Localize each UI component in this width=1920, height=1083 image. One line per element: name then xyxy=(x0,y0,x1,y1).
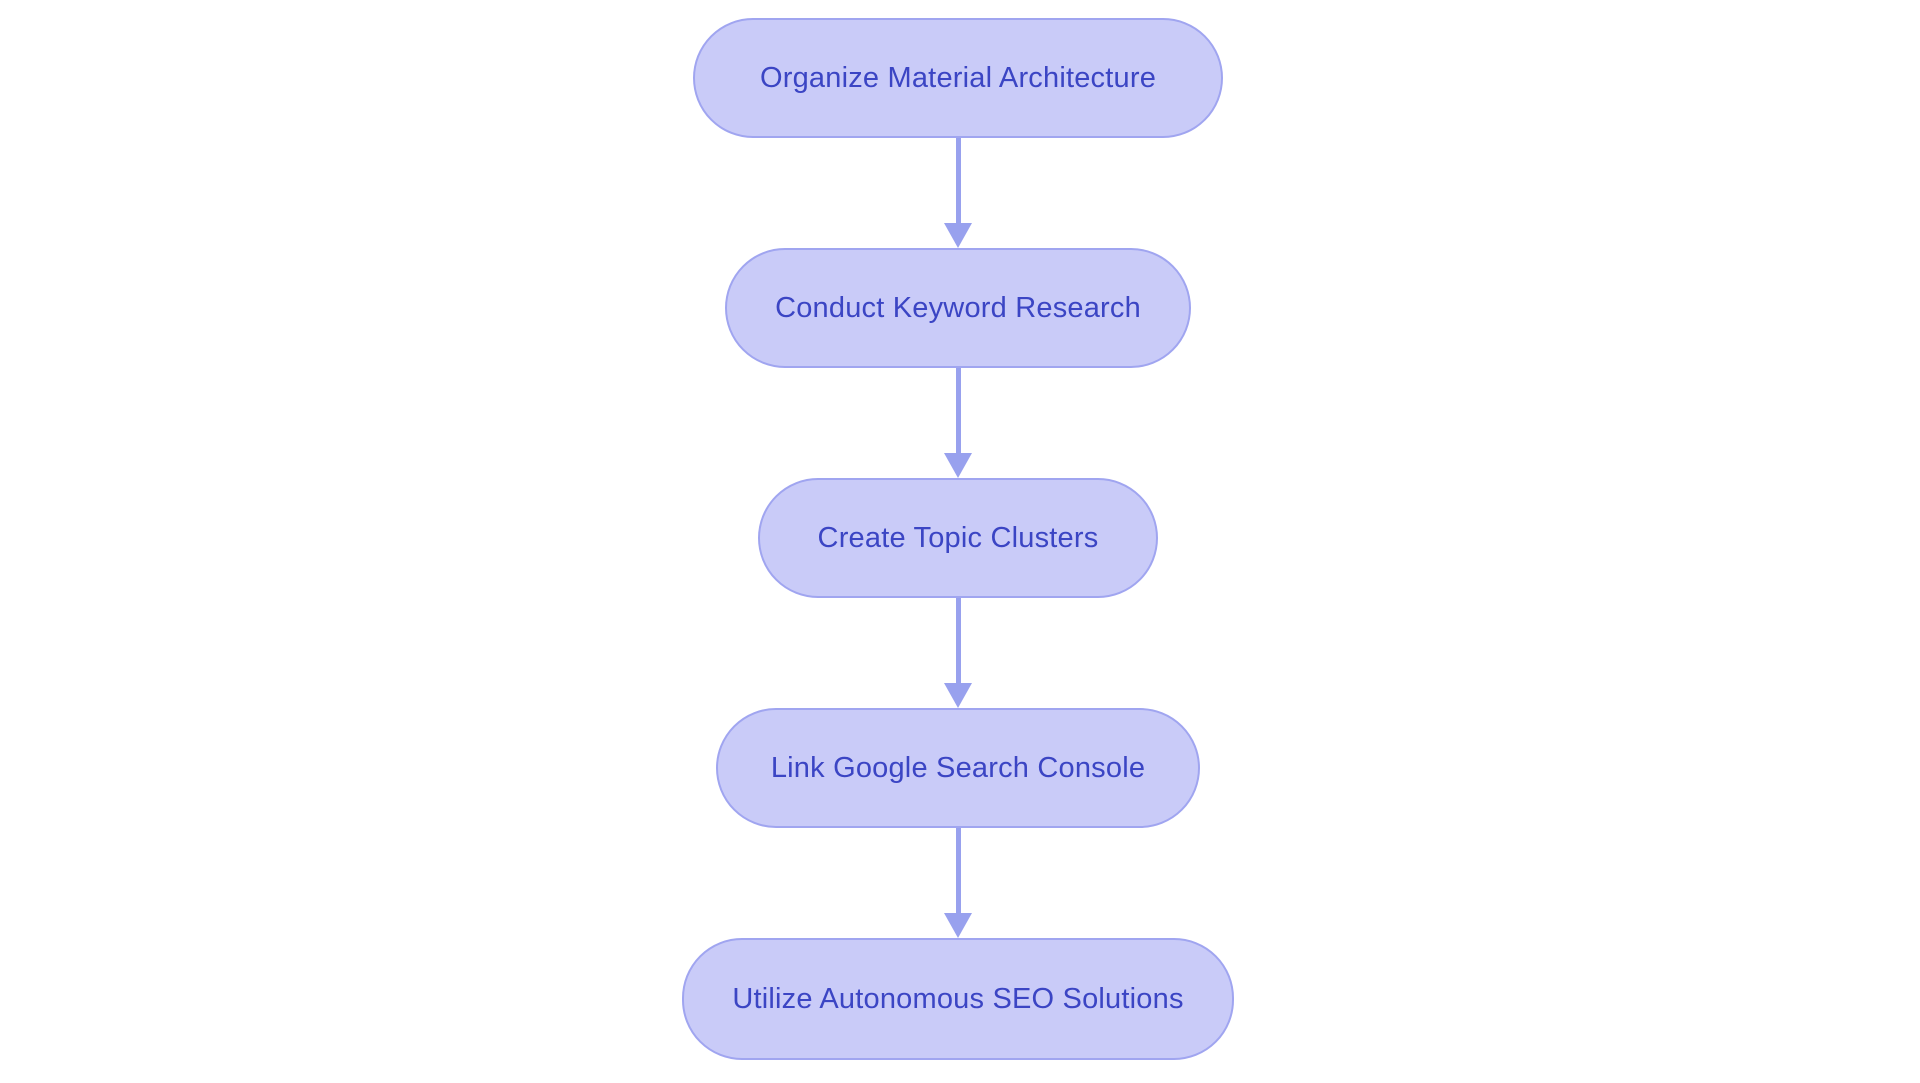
node-label: Utilize Autonomous SEO Solutions xyxy=(732,982,1184,1015)
arrow-shaft xyxy=(955,828,961,913)
node-label: Conduct Keyword Research xyxy=(775,291,1141,324)
node-utilize-autonomous-seo-solutions: Utilize Autonomous SEO Solutions xyxy=(682,938,1234,1060)
flow-arrow-1 xyxy=(944,138,972,248)
node-label: Create Topic Clusters xyxy=(817,521,1099,554)
arrow-shaft xyxy=(955,138,961,223)
node-organize-material-architecture: Organize Material Architecture xyxy=(693,18,1223,138)
node-label: Organize Material Architecture xyxy=(759,61,1157,94)
flowchart-column: Organize Material Architecture Conduct K… xyxy=(682,18,1234,1060)
flow-arrow-2 xyxy=(944,368,972,478)
node-link-google-search-console: Link Google Search Console xyxy=(716,708,1200,828)
node-create-topic-clusters: Create Topic Clusters xyxy=(758,478,1158,598)
flow-arrow-3 xyxy=(944,598,972,708)
arrow-shaft xyxy=(955,598,961,683)
node-conduct-keyword-research: Conduct Keyword Research xyxy=(725,248,1191,368)
flow-arrow-4 xyxy=(944,828,972,938)
arrow-shaft xyxy=(955,368,961,453)
arrow-down-icon xyxy=(944,453,972,478)
arrow-down-icon xyxy=(944,913,972,938)
arrow-down-icon xyxy=(944,223,972,248)
arrow-down-icon xyxy=(944,683,972,708)
node-label: Link Google Search Console xyxy=(770,751,1146,784)
